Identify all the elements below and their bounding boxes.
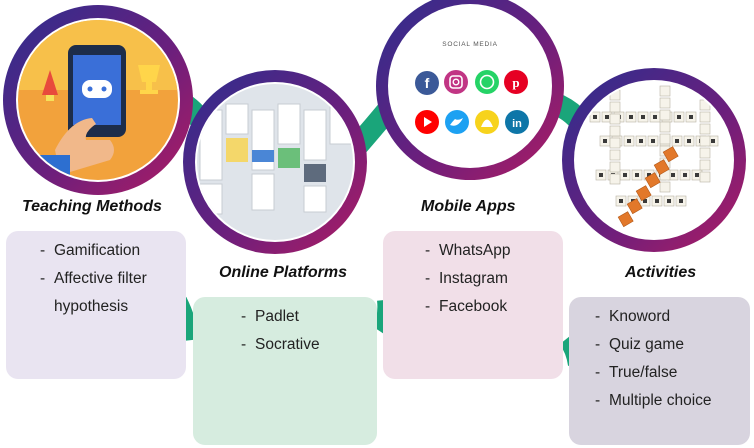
youtube-icon [415,110,439,134]
list-item: -WhatsApp [425,242,511,259]
list-item: -Multiple choice [595,392,712,409]
list-item: -Facebook [425,298,508,315]
list-item: hypothesis [54,298,129,315]
online-platforms-circle [183,70,367,254]
card-activities: -Knoword -Quiz game -True/false -Multipl… [569,297,750,445]
list-item: -True/false [595,364,678,381]
whatsapp-icon [475,70,499,94]
activities-circle [562,68,746,252]
gamepad-icon [82,80,112,98]
list-item: -Knoword [595,308,671,325]
linkedin-icon: in [505,110,529,134]
card-teaching-methods: -Gamification -Affective filter hypothes… [6,231,186,379]
facebook-icon: f [415,71,439,95]
teaching-methods-circle [3,5,193,195]
word-tiles-crossword-image [589,85,719,228]
heading-activities: Activities [625,264,697,281]
mobile-apps-circle: SOCIAL MEDIA f p [376,0,564,180]
heading-teaching-methods: Teaching Methods [22,198,162,215]
list-item: -Instagram [425,270,508,287]
list-item: -Padlet [241,308,299,325]
padlet-board-thumbnail [197,84,353,240]
heading-mobile-apps: Mobile Apps [421,198,516,215]
list-item: -Gamification [40,242,141,259]
card-online-platforms: -Padlet -Socrative [193,297,377,445]
card-mobile-apps: -WhatsApp -Instagram -Facebook [383,231,563,379]
rocket-icon [42,70,58,101]
list-item: -Affective filter [40,270,147,287]
svg-text:p: p [512,75,519,90]
trophy-icon [138,65,160,94]
twitter-icon [445,110,469,134]
social-media-caption: SOCIAL MEDIA [442,41,498,48]
instagram-icon [444,70,468,94]
snapchat-icon [475,110,499,134]
pinterest-icon: p [504,70,528,94]
list-item: -Socrative [241,336,320,353]
svg-text:in: in [512,118,522,130]
heading-online-platforms: Online Platforms [219,264,348,281]
svg-text:f: f [425,75,430,91]
list-item: -Quiz game [595,336,684,353]
